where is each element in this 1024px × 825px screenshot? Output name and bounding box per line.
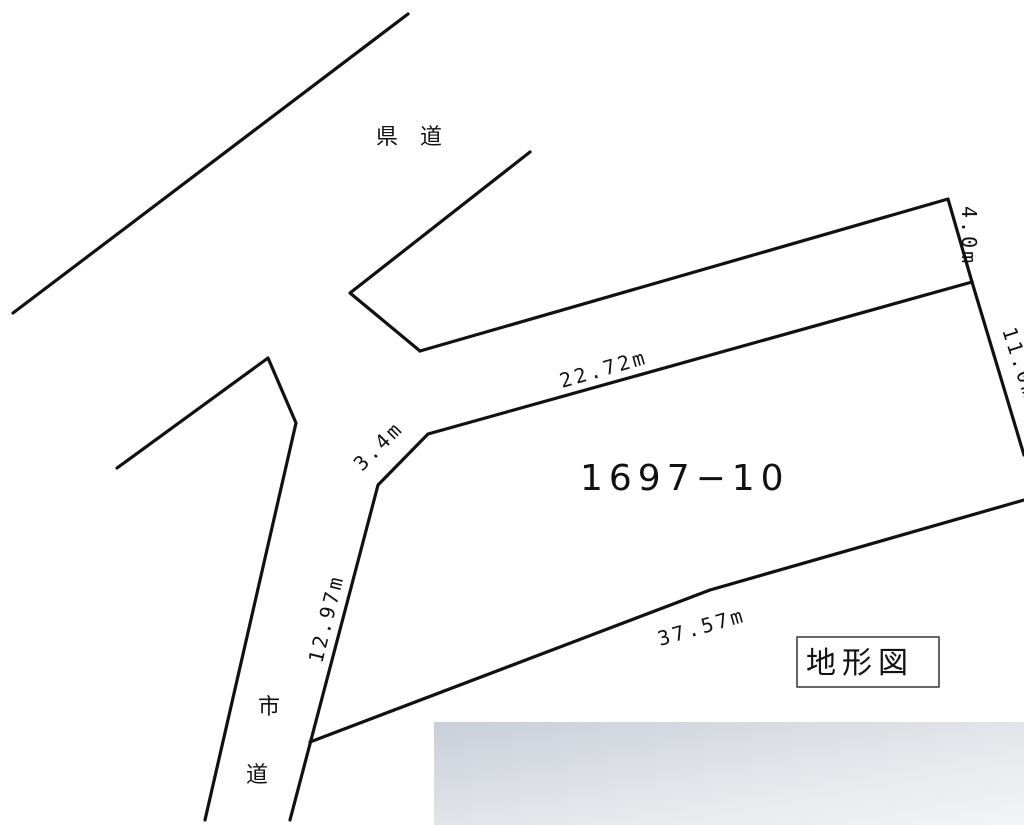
lot-boundary-north [288, 280, 974, 822]
city-road-label-2: 道 [246, 763, 268, 788]
title-label: 地形図 [806, 646, 914, 681]
title-box [796, 636, 940, 688]
dimension-corner-cut: 3.4m [349, 416, 409, 476]
city-road-edge-west [115, 356, 298, 822]
dimension-right-side: 11.0m [997, 324, 1024, 403]
lot-boundary-south [308, 498, 1024, 744]
city-road-label-1: 市 [258, 695, 280, 720]
photo-overlay [434, 722, 1024, 825]
lot-boundary [970, 280, 1024, 457]
prefectural-road-label: 県 道 [376, 125, 442, 150]
dimension-top-width: 4.0m [957, 206, 981, 266]
dimension-south-boundary: 37.57m [655, 603, 748, 651]
lot-number-label: 1697−10 [580, 458, 790, 499]
prefectural-road-edge-south [348, 150, 532, 353]
access-strip-boundary [418, 197, 974, 353]
prefectural-road-edge-north [11, 12, 410, 315]
